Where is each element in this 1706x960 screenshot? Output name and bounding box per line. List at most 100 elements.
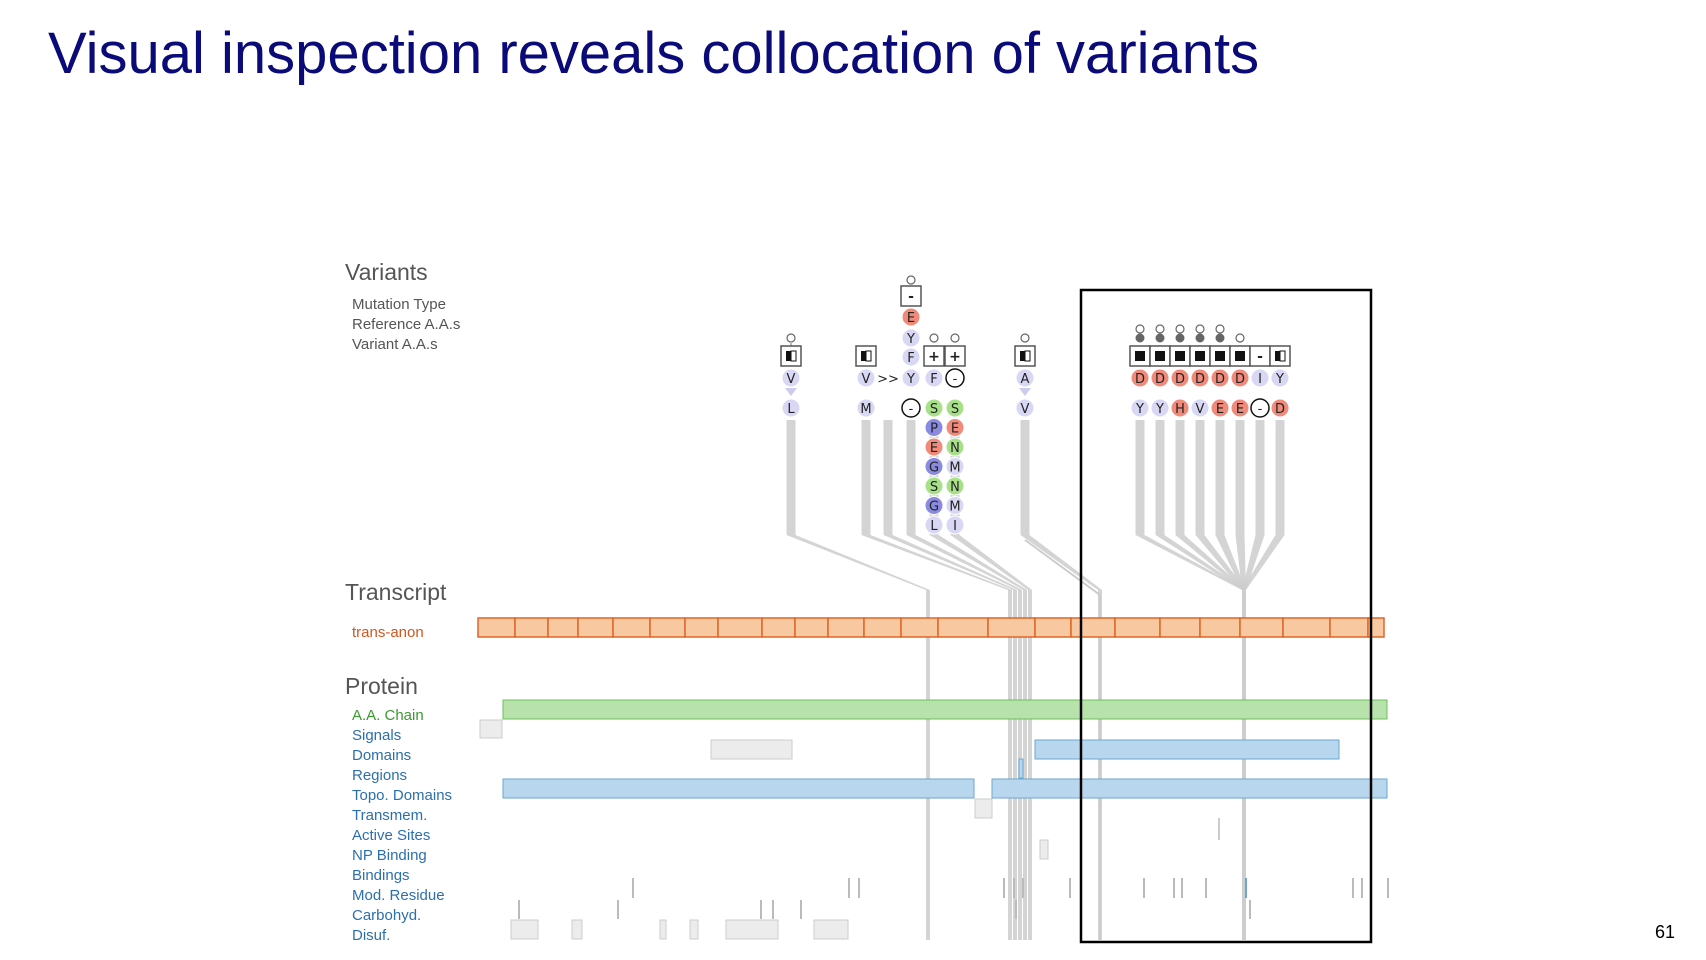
mutation-type-symbol: - (908, 289, 914, 305)
amino-acid-letter: L (930, 519, 938, 534)
frameshift-symbol: >> (877, 372, 899, 387)
amino-acid-marker (945, 418, 965, 437)
deletion-letter: - (953, 372, 958, 387)
amino-acid-marker (924, 418, 944, 437)
mod-residue-tick (1361, 878, 1363, 898)
transcript-exon (937, 617, 989, 638)
amino-acid-letter: Y (906, 332, 915, 347)
amino-acid-marker (1250, 368, 1270, 388)
count-marker (950, 333, 960, 343)
transcript-exon (1159, 617, 1201, 638)
count-marker (1215, 324, 1225, 334)
mutation-type-symbol: - (1257, 349, 1263, 365)
amino-acid-letter: S (930, 480, 938, 495)
amino-acid-marker (924, 398, 944, 418)
amino-acid-letter: V (862, 372, 871, 387)
mod-residue-tick (1069, 878, 1071, 898)
domain-box-blue (1034, 739, 1340, 760)
amino-acid-marker (781, 368, 801, 388)
variant-aa-label: Variant A.A.s (352, 336, 438, 353)
variant-connector (1242, 420, 1265, 940)
mod-residue-tick (1022, 878, 1024, 898)
count-marker (906, 275, 916, 285)
amino-acid-letter: M (949, 500, 960, 515)
reference-aa-label: Reference A.A.s (352, 316, 460, 333)
transcript-heading: Transcript (345, 579, 447, 605)
amino-acid-marker (924, 476, 944, 496)
variant-connector (1024, 539, 1101, 940)
disuf-box (659, 919, 667, 940)
transcript-exon (863, 617, 902, 638)
track-transmem: Transmem. (352, 807, 427, 824)
transcript-track-label: trans-anon (352, 624, 424, 641)
topo-domain-1 (502, 778, 975, 799)
amino-acid-marker (1210, 368, 1230, 388)
variant-connector (1135, 420, 1246, 940)
aa-chain-bar (502, 699, 1388, 720)
carbohydrate-tick (518, 900, 520, 919)
variant-stacks: VLVM>>---EYFY+FSPEGSGL+-SENMNMIAVDYDYDHD… (780, 275, 1291, 535)
amino-acid-marker (901, 307, 921, 327)
mod-residue-tick (1387, 878, 1389, 898)
disuf-box (813, 919, 849, 940)
amino-acid-marker (924, 496, 944, 515)
amino-acid-letter: P (930, 422, 938, 437)
count-marker (929, 333, 939, 343)
amino-acid-letter: M (860, 402, 871, 417)
transcript-exon (514, 617, 549, 638)
variants-heading: Variants (345, 259, 428, 285)
amino-acid-letter: D (1155, 372, 1165, 387)
amino-acid-marker (945, 398, 965, 418)
track-domains: Domains (352, 747, 411, 764)
amino-acid-marker (1230, 398, 1250, 418)
count-marker (1195, 333, 1205, 343)
signal-box (479, 719, 503, 739)
transcript-exon (684, 617, 719, 638)
mutation-type-box (900, 285, 922, 307)
page-number: 61 (1655, 922, 1676, 942)
transcript-exon (547, 617, 579, 638)
amino-acid-letter: A (1021, 372, 1030, 387)
amino-acid-letter: S (951, 402, 959, 417)
mutation-type-glyph (861, 351, 866, 361)
track-carbohyd: Carbohyd. (352, 907, 421, 924)
slide-title: Visual inspection reveals collocation of… (48, 21, 1260, 86)
deletion-letter: - (1258, 402, 1263, 417)
amino-acid-marker (945, 515, 965, 535)
disulfide-boxes (510, 919, 849, 940)
amino-acid-letter: Y (1135, 402, 1144, 417)
mod-residue-tick (1205, 878, 1207, 898)
mutation-type-box (923, 345, 945, 367)
transcript-exon (900, 617, 939, 638)
amino-acid-marker (901, 368, 921, 388)
mutation-type-symbol: + (928, 349, 940, 365)
amino-acid-marker (1150, 398, 1170, 418)
transcript-exon (612, 617, 651, 638)
amino-acid-marker (945, 437, 965, 457)
count-marker (1195, 324, 1205, 334)
amino-acid-marker (1210, 398, 1230, 418)
np-binding-box (1039, 839, 1049, 860)
region-mark (1018, 758, 1024, 779)
transcript-exon (1282, 617, 1331, 638)
count-marker (1020, 333, 1030, 343)
carbohydrate-tick (800, 900, 802, 919)
transcript-exon (477, 617, 516, 638)
variant-connector (1215, 420, 1246, 940)
transcript-exon (649, 617, 686, 638)
mod-residue-tick (848, 878, 850, 898)
mutation-type-glyph (1024, 350, 1031, 362)
amino-acid-letter: N (950, 441, 960, 456)
transcript-exon (1239, 617, 1284, 638)
mutation-type-glyph (865, 350, 872, 362)
mutation-type-symbol: + (949, 349, 961, 365)
mutation-type-glyph (1215, 351, 1225, 361)
mutation-type-glyph (1175, 351, 1185, 361)
amino-acid-marker (901, 347, 921, 367)
amino-acid-marker (945, 457, 965, 476)
amino-acid-letter: H (1175, 402, 1185, 417)
amino-acid-letter: E (907, 311, 915, 326)
variant-connector (929, 420, 1027, 940)
domain-box-grey (710, 739, 793, 760)
connector-lines (786, 420, 1285, 940)
